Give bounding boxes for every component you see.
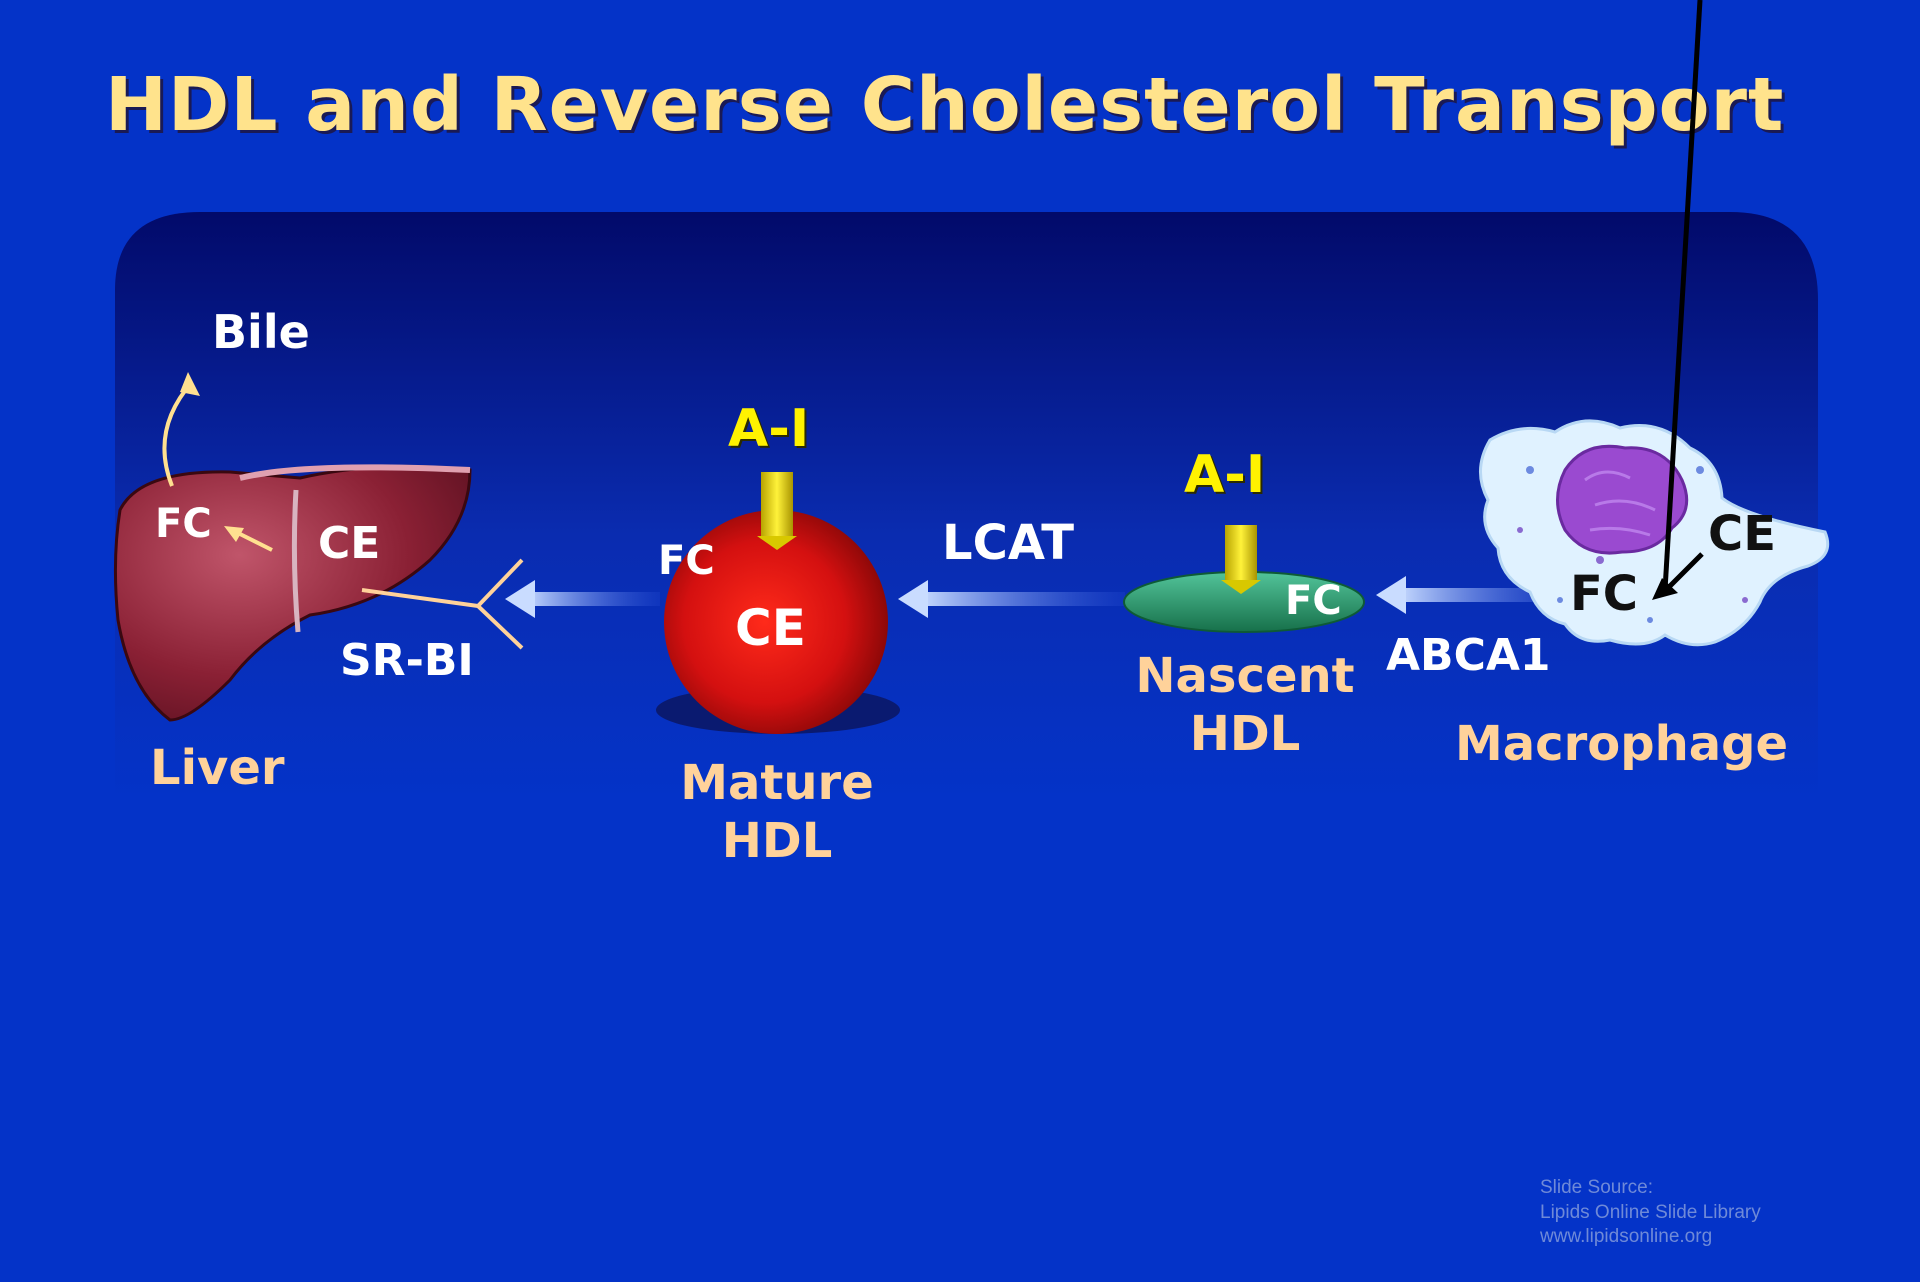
abca1-label: ABCA1 bbox=[1386, 630, 1551, 681]
nascent-hdl-label: Nascent HDL bbox=[1115, 648, 1375, 763]
macrophage-label: Macrophage bbox=[1455, 716, 1789, 772]
macrophage-ce-label: CE bbox=[1708, 506, 1777, 562]
sr-bi-receptor bbox=[361, 558, 524, 650]
liver-organ bbox=[113, 372, 472, 722]
nascent-hdl-line1: Nascent bbox=[1135, 648, 1355, 704]
macrophage-fc-label: FC bbox=[1570, 566, 1639, 622]
slide-source-line3: www.lipidsonline.org bbox=[1540, 1226, 1713, 1248]
mature-hdl-label: Mature HDL bbox=[672, 755, 882, 870]
slide-title: HDL and Reverse Cholesterol Transport bbox=[105, 62, 1785, 148]
mature-fc-label: FC bbox=[658, 538, 715, 584]
arrow-lcat bbox=[898, 580, 1125, 618]
liver-fc-label: FC bbox=[155, 501, 212, 547]
nascent-hdl-disc bbox=[1123, 525, 1365, 633]
slide-source-line1: Slide Source: bbox=[1540, 1177, 1654, 1198]
nascent-hdl-line2: HDL bbox=[1189, 705, 1301, 762]
mature-apoa1-label: A-I bbox=[728, 399, 810, 459]
liver-label: Liver bbox=[150, 740, 285, 796]
slide-source-line2: Lipids Online Slide Library bbox=[1540, 1201, 1761, 1223]
sr-bi-label: SR-BI bbox=[340, 635, 474, 686]
nascent-fc-label: FC bbox=[1285, 578, 1342, 624]
mature-hdl-particle bbox=[656, 472, 900, 734]
mature-hdl-line1: Mature bbox=[680, 755, 874, 811]
mature-ce-label: CE bbox=[735, 599, 806, 657]
liver-ce-label: CE bbox=[318, 518, 381, 569]
slide-source: Slide Source: Lipids Online Slide Librar… bbox=[1540, 1176, 1761, 1250]
diagram-panel bbox=[115, 212, 1818, 800]
arrow-to-liver bbox=[505, 580, 660, 618]
lcat-label: LCAT bbox=[942, 515, 1074, 571]
nascent-apoa1-label: A-I bbox=[1184, 445, 1266, 505]
mature-hdl-line2: HDL bbox=[721, 812, 833, 869]
macrophage-cell bbox=[1478, 0, 1830, 647]
bile-label: Bile bbox=[212, 305, 310, 359]
